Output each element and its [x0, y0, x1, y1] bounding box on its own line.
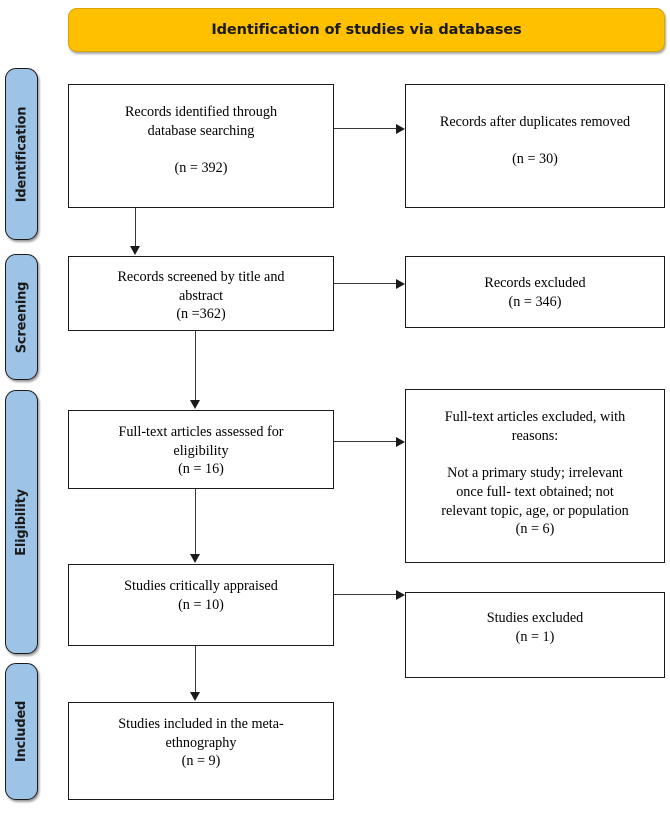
box-studies-appraised: Studies critically appraised (n = 10): [68, 564, 334, 646]
arrowhead-identified-to-screened: [130, 246, 140, 255]
arrowhead-fulltext-to-appraised: [190, 554, 200, 563]
box-records-after-duplicates-text: Records after duplicates removed (n = 30…: [439, 114, 631, 168]
box-studies-excluded-text: Studies excluded (n = 1): [486, 610, 584, 645]
box-fulltext-assessed: Full-text articles assessed for eligibil…: [68, 410, 334, 489]
diagram-title: Identification of studies via databases: [211, 22, 522, 38]
box-studies-included: Studies included in the meta- ethnograph…: [68, 702, 334, 800]
connector-screened-to-excluded: [334, 283, 396, 285]
diagram-title-banner: Identification of studies via databases: [68, 8, 665, 52]
stage-label-eligibility: Eligibility: [14, 488, 29, 556]
stage-pill-eligibility: Eligibility: [5, 390, 38, 654]
connector-fulltext-to-excluded: [334, 441, 396, 443]
stage-pill-included: Included: [5, 663, 38, 800]
box-records-identified: Records identified through database sear…: [68, 84, 334, 208]
arrowhead-appraised-to-included: [190, 692, 200, 701]
arrowhead-appraised-to-excluded: [396, 589, 405, 600]
connector-identified-to-screened: [135, 208, 137, 247]
stage-pill-screening: Screening: [5, 254, 38, 380]
stage-label-included: Included: [14, 700, 29, 763]
box-studies-appraised-text: Studies critically appraised (n = 10): [124, 578, 278, 613]
box-fulltext-assessed-text: Full-text articles assessed for eligibil…: [118, 424, 284, 478]
box-fulltext-excluded-text: Full-text articles excluded, with reason…: [441, 409, 629, 538]
connector-appraised-to-excluded: [334, 594, 396, 596]
stage-label-identification: Identification: [14, 106, 30, 202]
box-records-excluded: Records excluded (n = 346): [405, 256, 665, 328]
box-records-screened-text: Records screened by title and abstract (…: [117, 269, 285, 323]
box-records-excluded-text: Records excluded (n = 346): [484, 275, 586, 310]
box-records-screened: Records screened by title and abstract (…: [68, 256, 334, 331]
connector-identified-to-duplicates: [334, 128, 396, 130]
arrowhead-identified-to-duplicates: [396, 123, 405, 134]
box-fulltext-excluded: Full-text articles excluded, with reason…: [405, 389, 665, 563]
arrowhead-screened-to-excluded: [396, 278, 405, 289]
box-studies-included-text: Studies included in the meta- ethnograph…: [118, 716, 284, 770]
box-records-after-duplicates: Records after duplicates removed (n = 30…: [405, 84, 665, 208]
connector-screened-to-fulltext: [195, 331, 197, 401]
box-records-identified-text: Records identified through database sear…: [124, 104, 278, 177]
arrowhead-fulltext-to-excluded: [396, 436, 405, 447]
arrowhead-screened-to-fulltext: [190, 400, 200, 409]
stage-pill-identification: Identification: [5, 68, 38, 240]
connector-appraised-to-included: [195, 646, 197, 693]
stage-label-screening: Screening: [14, 281, 29, 353]
connector-fulltext-to-appraised: [195, 489, 197, 555]
box-studies-excluded: Studies excluded (n = 1): [405, 592, 665, 678]
